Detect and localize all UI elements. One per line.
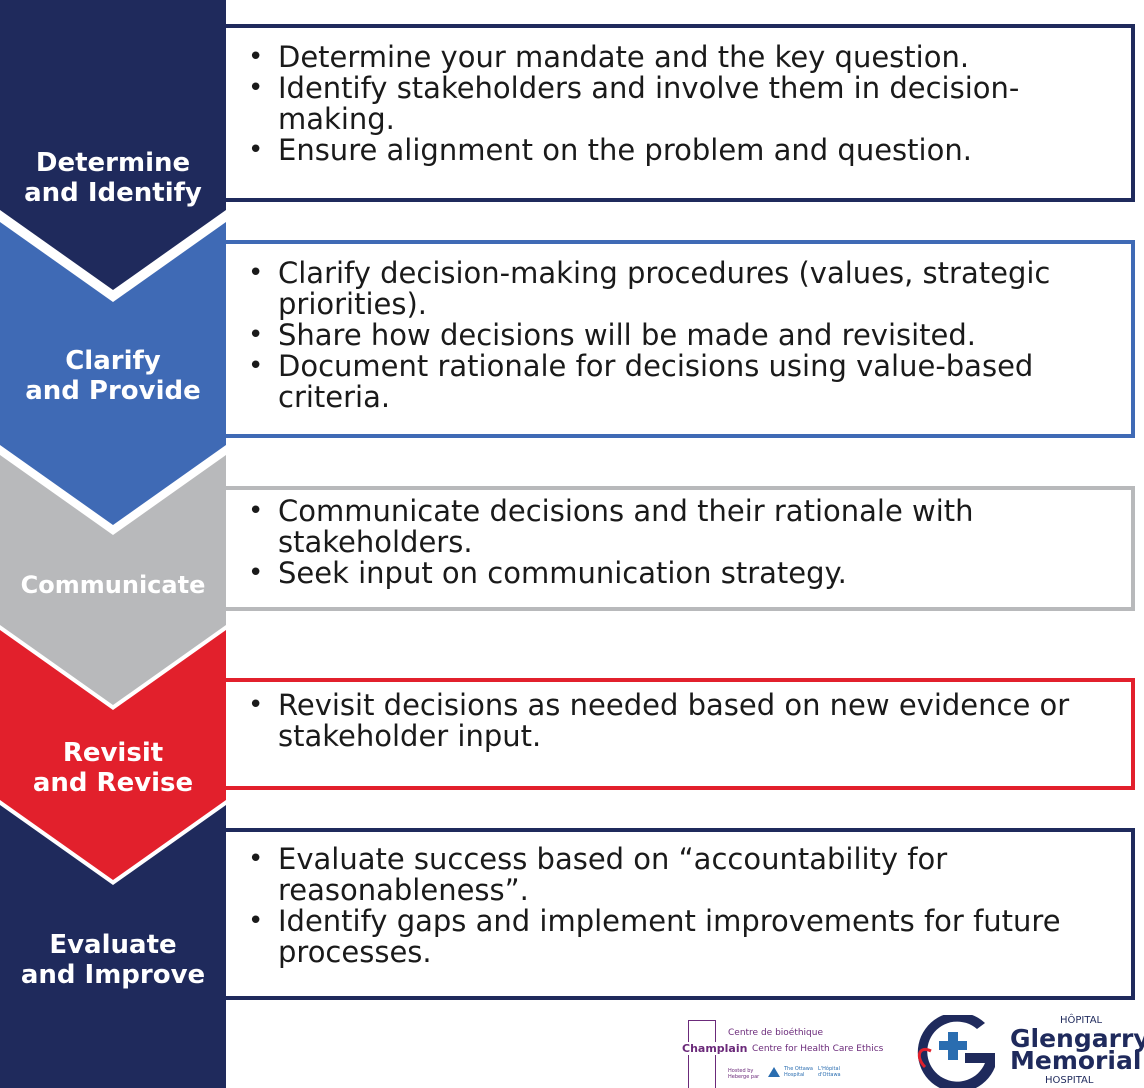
step-label-determine: Determine and Identify xyxy=(0,148,226,208)
label-line: Communicate xyxy=(20,571,206,599)
step-label-communicate: Communicate xyxy=(0,570,226,600)
glengarry-logo: HÔPITAL Glengarry Memorial HOSPITAL xyxy=(905,1015,1144,1088)
bullet-item: Clarify decision-making procedures (valu… xyxy=(226,258,1131,320)
step-box-determine: Determine your mandate and the key quest… xyxy=(222,24,1135,202)
logo-name: Glengarry xyxy=(1010,1024,1144,1053)
label-line: Evaluate xyxy=(49,930,177,960)
bullet-item: Revisit decisions as needed based on new… xyxy=(226,690,1131,752)
logo-text: HOSPITAL xyxy=(1045,1075,1094,1086)
bullet-list: Revisit decisions as needed based on new… xyxy=(226,690,1131,752)
bullet-item: Identify gaps and implement improvements… xyxy=(226,906,1131,968)
step-label-evaluate: Evaluate and Improve xyxy=(0,930,226,990)
bullet-item: Seek input on communication strategy. xyxy=(226,558,1131,590)
bullet-list: Determine your mandate and the key quest… xyxy=(226,42,1131,167)
step-box-communicate: Communicate decisions and their rational… xyxy=(222,486,1135,611)
bullet-item: Share how decisions will be made and rev… xyxy=(226,320,1131,352)
chevron-determine xyxy=(0,0,226,290)
champlain-logo: Centre de bioéthique Champlain Centre fo… xyxy=(680,1020,884,1088)
chevron-evaluate xyxy=(0,805,226,1088)
chevron-communicate xyxy=(0,455,226,705)
bullet-list: Evaluate success based on “accountabilit… xyxy=(226,844,1131,968)
label-line: and Improve xyxy=(20,960,206,990)
logo-name: Memorial xyxy=(1010,1046,1142,1075)
label-line: Clarify xyxy=(65,346,161,376)
logo-text: HÔPITAL xyxy=(1060,1015,1103,1026)
logo-text: Centre de bioéthique xyxy=(728,1028,824,1038)
bullet-item: Communicate decisions and their rational… xyxy=(226,496,1131,558)
step-label-revisit: Revisit and Revise xyxy=(0,738,226,798)
step-box-clarify: Clarify decision-making procedures (valu… xyxy=(222,240,1135,438)
chevron-revisit xyxy=(0,630,226,880)
label-line: and Revise xyxy=(32,768,194,798)
chevron-column xyxy=(0,0,226,1088)
logo-text: The Ottawa Hospital xyxy=(784,1066,813,1078)
logo-text: L'Hôpital d'Ottawa xyxy=(818,1066,841,1078)
bullet-item: Determine your mandate and the key quest… xyxy=(226,42,1131,74)
logo-name: Champlain xyxy=(680,1042,750,1055)
ottawa-hospital-icon xyxy=(768,1067,780,1077)
step-label-clarify: Clarify and Provide xyxy=(0,346,226,406)
label-line: and Identify xyxy=(24,178,202,208)
logo-text: Hosted by Heberge par xyxy=(728,1068,760,1080)
logo-text: Centre for Health Care Ethics xyxy=(752,1044,884,1054)
label-line: and Provide xyxy=(25,376,201,406)
bullet-item: Evaluate success based on “accountabilit… xyxy=(226,844,1131,906)
chevron-clarify xyxy=(0,222,226,525)
step-box-evaluate: Evaluate success based on “accountabilit… xyxy=(222,828,1135,1000)
label-line: Determine xyxy=(35,148,191,178)
step-box-revisit: Revisit decisions as needed based on new… xyxy=(222,678,1135,790)
label-line: Revisit xyxy=(62,738,164,768)
bullet-item: Document rationale for decisions using v… xyxy=(226,351,1131,413)
bullet-item: Identify stakeholders and involve them i… xyxy=(226,73,1131,135)
glengarry-g-icon xyxy=(917,1015,995,1088)
bullet-item: Ensure alignment on the problem and ques… xyxy=(226,135,1131,167)
bullet-list: Clarify decision-making procedures (valu… xyxy=(226,258,1131,413)
bullet-list: Communicate decisions and their rational… xyxy=(226,496,1131,590)
